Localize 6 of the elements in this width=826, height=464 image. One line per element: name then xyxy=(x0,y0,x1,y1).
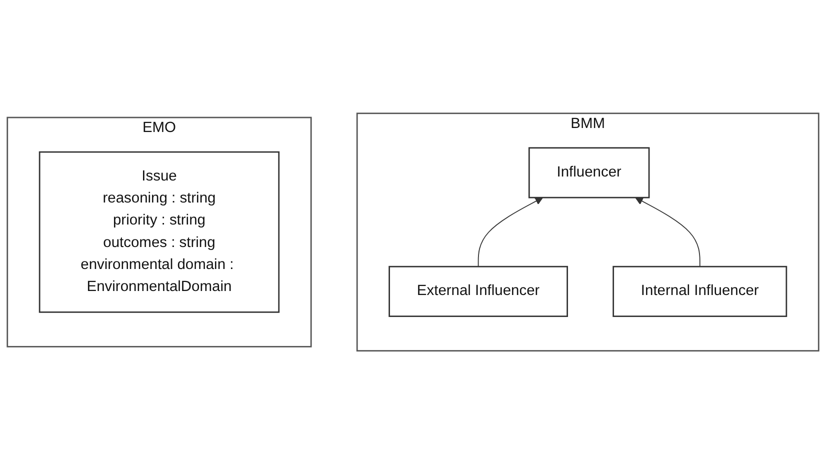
arrow xyxy=(478,197,544,267)
node-box: Influencer xyxy=(528,147,650,198)
node-box: Issue reasoning : string priority : string outcomes : string environmental domain : EnvironmentalDomain xyxy=(38,151,280,313)
node-box: External Influencer xyxy=(388,266,568,317)
arrow xyxy=(635,197,700,267)
node-box: Internal Influencer xyxy=(612,266,788,317)
